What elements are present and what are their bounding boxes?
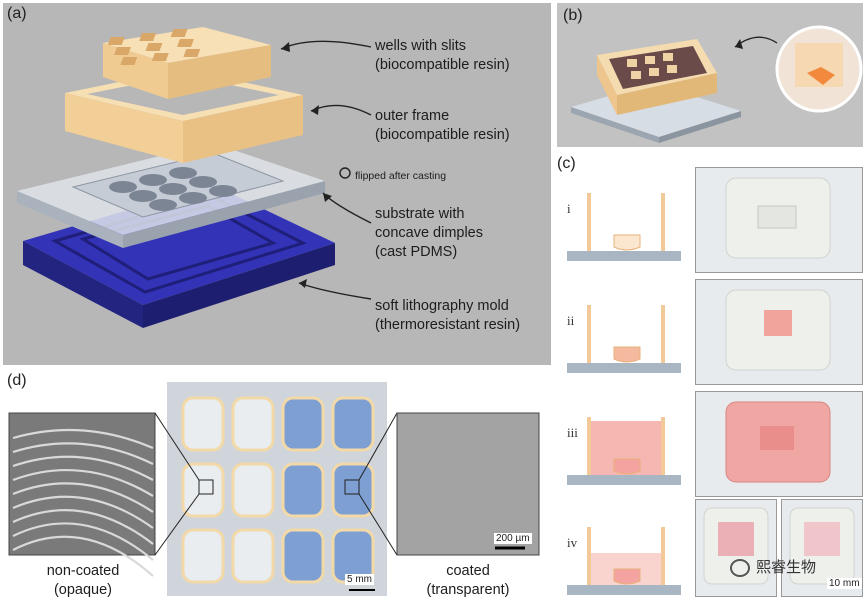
exploded-view-illustration: [17, 27, 372, 328]
substrate-label: substrate with concave dimples (cast PDM…: [375, 206, 483, 260]
panel-a: (a) wells with slits (biocompatible resi…: [3, 3, 551, 365]
step-iv-label: iv: [567, 535, 578, 550]
non-coated-label: non-coated (opaque): [46, 563, 120, 598]
scale-bar-200um: 200 µm: [494, 533, 532, 544]
step-iv-schematic: [567, 527, 681, 595]
step-i-schematic: [567, 193, 681, 261]
watermark: 熙睿生物: [730, 556, 816, 578]
mold-label: soft lithography mold (thermoresistant r…: [375, 298, 521, 333]
panel-b-label: (b): [563, 7, 583, 24]
substrate-side-right: [123, 181, 325, 248]
coating-comparison-images: [8, 382, 540, 596]
process-steps-schematic: [567, 193, 681, 595]
panel-c-label: (c): [557, 155, 576, 172]
substrate-side-left: [17, 191, 123, 248]
step-i-photo: [695, 167, 863, 273]
flipped-label: flipped after casting: [355, 170, 447, 182]
assembled-device-illustration: [571, 25, 863, 143]
step-ii-label: ii: [567, 313, 575, 328]
step-ii-schematic: [567, 305, 681, 373]
mold-top: [23, 185, 335, 305]
panel-d: (d) 200 µm 5 mm: [3, 368, 553, 602]
panel-c: (c) i: [557, 153, 863, 599]
scale-bar-5mm: 5 mm: [345, 574, 374, 585]
arrow-frame: [310, 104, 372, 116]
coated-label: coated (transparent): [426, 563, 510, 598]
frame-side-right: [183, 95, 303, 163]
frame-label: outer frame (biocompatible resin): [375, 108, 510, 143]
step-iv-photo-left: [695, 499, 777, 597]
mold-side-left: [23, 241, 143, 328]
frame-side-left: [65, 93, 183, 163]
step-iii-label: iii: [567, 425, 578, 440]
mold-side-right: [143, 243, 335, 328]
panel-b: (b): [557, 3, 863, 147]
step-iii-schematic: [567, 417, 681, 485]
flip-icon: [339, 167, 351, 179]
wells-label: wells with slits (biocompatible resin): [375, 38, 510, 73]
arrow-mold: [298, 282, 372, 300]
arrow-wells: [280, 40, 372, 50]
step-ii-photo: [695, 279, 863, 385]
step-iii-photo: [695, 391, 863, 497]
step-i-label: i: [567, 201, 571, 216]
panel-a-label: (a): [7, 5, 27, 22]
watermark-icon: [730, 559, 750, 578]
panel-d-label: (d): [7, 372, 27, 389]
scale-bar-10mm: 10 mm: [827, 578, 862, 589]
